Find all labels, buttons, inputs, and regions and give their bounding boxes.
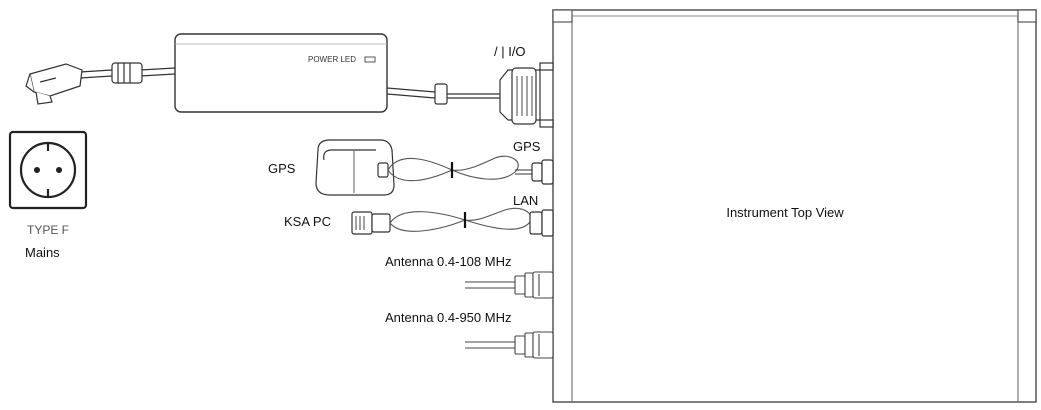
lan-cable — [389, 207, 532, 232]
instrument-title: Instrument Top View — [726, 205, 844, 220]
gps-port-connector-icon — [531, 159, 554, 185]
io-connector-icon — [499, 62, 554, 128]
dc-cable — [386, 83, 500, 105]
antenna-108-cable — [465, 271, 554, 299]
ksa-pc-label: KSA PC — [284, 214, 331, 229]
power-led-label: POWER LED — [308, 55, 356, 64]
schuko-plug-icon — [25, 63, 83, 105]
type-f-socket-icon — [8, 130, 88, 210]
antenna-950-label: Antenna 0.4-950 MHz — [385, 310, 512, 325]
mains-label: Mains — [25, 245, 60, 260]
io-port-label: / | I/O — [494, 44, 526, 59]
mains-cable — [79, 62, 176, 84]
antenna-108-label: Antenna 0.4-108 MHz — [385, 254, 512, 269]
instrument-top-view — [552, 9, 1037, 403]
gps-antenna-label: GPS — [268, 161, 296, 176]
gps-cable — [387, 155, 532, 182]
power-led-icon — [364, 56, 376, 63]
lan-port-connector-icon — [529, 209, 554, 237]
gps-port-label: GPS — [513, 139, 541, 154]
lan-port-label: LAN — [513, 193, 539, 208]
rj45-plug-icon — [351, 211, 391, 235]
antenna-950-cable — [465, 331, 554, 359]
mains-type-label: TYPE F — [27, 223, 70, 237]
gps-antenna-icon — [315, 139, 395, 196]
power-adapter — [174, 33, 388, 113]
